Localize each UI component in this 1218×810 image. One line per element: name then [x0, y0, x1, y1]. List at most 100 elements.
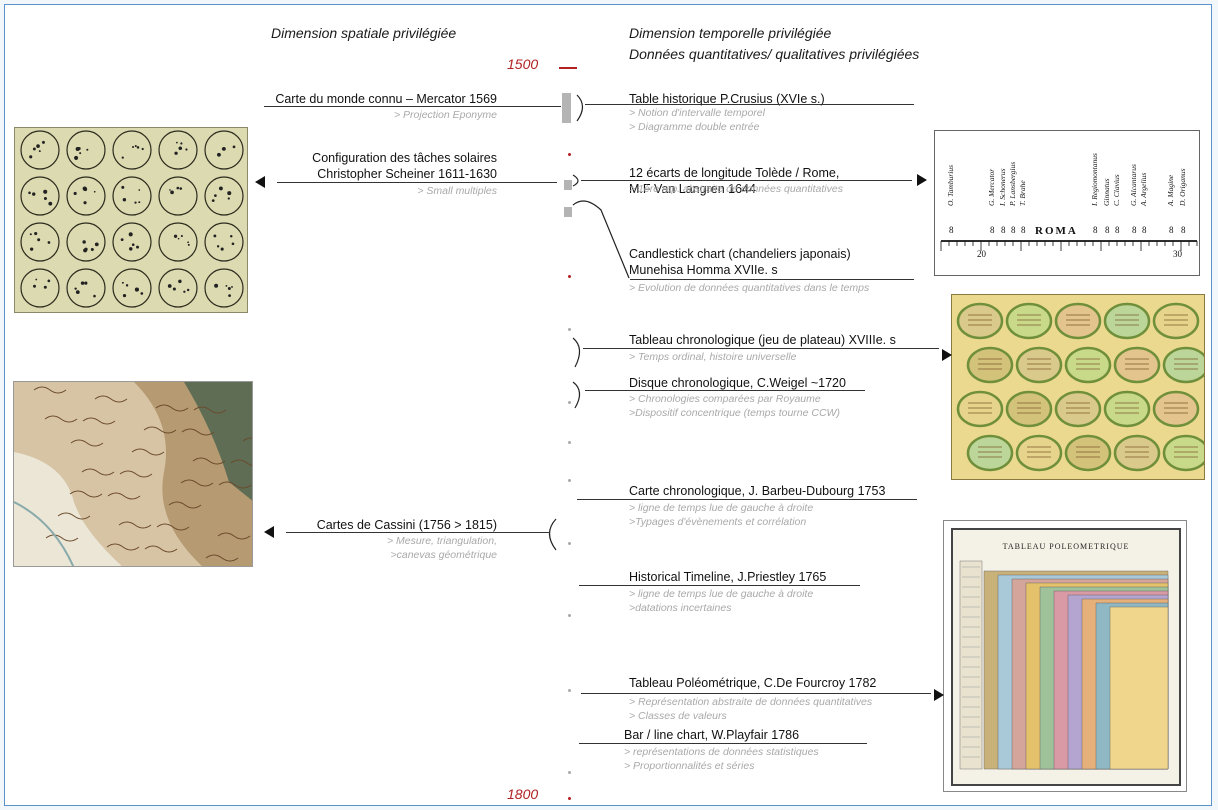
right-entry-title-line: M.F Van Langren 1644 — [629, 182, 756, 196]
sunspot — [94, 242, 99, 247]
langren-astronomer-label: D. Origanus — [1178, 168, 1187, 207]
right-entry-note-line: > Classes de valeurs — [629, 710, 727, 722]
sunspot — [43, 285, 47, 289]
sunspot — [86, 148, 89, 151]
sun-disk — [158, 222, 198, 262]
board-cartouche — [1152, 390, 1200, 428]
sunspot — [128, 232, 133, 237]
sunspot — [211, 199, 215, 203]
sunspot — [214, 283, 219, 288]
sunspot — [77, 147, 81, 151]
sunspot — [177, 237, 180, 240]
right-entry-notes: > Chronologies comparées par Royaume >Dis… — [629, 392, 840, 420]
left-entry-notes: > Mesure, triangulation,>canevas géométr… — [387, 534, 497, 562]
sunspot — [93, 294, 96, 298]
sunspot — [213, 234, 217, 238]
longitude-marker: 8 — [1001, 225, 1006, 235]
sunspot — [121, 281, 124, 284]
sun-disk — [20, 222, 60, 262]
sunspot — [220, 247, 224, 251]
sun-disk — [20, 130, 60, 170]
sunspot — [74, 155, 79, 160]
sunspot — [217, 152, 221, 157]
hachure — [82, 417, 116, 425]
right-entry-connector-line — [581, 180, 912, 181]
left-entry-title-line: Cartes de Cassini (1756 > 1815) — [316, 518, 497, 532]
right-entry-title: Table historique P.Crusius (XVIe s.) — [629, 91, 825, 107]
langren-astronomer-label: O. Tamburius — [946, 165, 955, 206]
left-entry-note-line: > Projection Eponyme — [393, 109, 497, 121]
sunspot — [125, 284, 129, 287]
sunspot — [227, 191, 232, 196]
hachure — [33, 386, 67, 394]
header-spatial: Dimension spatiale privilégiée — [271, 25, 457, 41]
right-entry-note-line: > 1ère rep. abstraite de données quantit… — [629, 183, 843, 195]
sunspot — [28, 191, 31, 195]
poleometric-table-image: TABLEAU POLEOMETRIQUE — [943, 520, 1187, 792]
sunspot — [231, 286, 233, 288]
board-cartouche — [966, 346, 1014, 384]
longitude-marker: 8 — [1021, 225, 1026, 235]
right-entry-title: Bar / line chart, W.Playfair 1786 — [624, 727, 799, 743]
hachure — [230, 459, 252, 467]
hachure — [57, 512, 91, 520]
sunspot — [186, 288, 190, 292]
board-cartouche — [1005, 302, 1053, 340]
right-entry-note-line: >Typages d'évènements et corrélation — [629, 516, 807, 528]
sunspot — [218, 186, 223, 191]
forest-area — [184, 382, 252, 501]
right-entry-note-line: > Chronologies comparées par Royaume — [629, 393, 821, 405]
arrow-left-cassini — [264, 526, 274, 538]
longitude-marker: 8 — [1142, 225, 1147, 235]
right-entry-connector-line — [581, 693, 931, 694]
sunspot — [33, 285, 35, 287]
right-entry-title: Candlestick chart (chandeliers japonais)… — [629, 246, 851, 278]
sun-disk — [66, 222, 106, 262]
hachure — [193, 406, 227, 414]
hachure — [168, 501, 202, 509]
right-entry-title-line: Historical Timeline, J.Priestley 1765 — [629, 570, 827, 584]
sunspot — [132, 145, 135, 148]
right-entry-connector-line — [585, 104, 914, 105]
sunspot — [35, 278, 38, 281]
board-cartouche — [1015, 434, 1063, 472]
hachure — [118, 521, 152, 529]
sunspot — [38, 150, 41, 153]
sunspot — [82, 240, 86, 244]
langren-roma-label: ROMA — [1035, 225, 1078, 237]
sunspot — [141, 147, 144, 151]
longitude-tick-label: 30 — [1173, 249, 1183, 259]
left-entry-connector-line — [277, 182, 557, 183]
sun-disk — [20, 176, 60, 216]
right-entry-note-line: > représentations de données statistique… — [624, 746, 819, 758]
hachure — [131, 448, 165, 456]
sunspot — [134, 145, 137, 148]
sunspot — [138, 189, 141, 191]
right-entry-connector-line — [630, 279, 914, 280]
sun-disk — [66, 268, 106, 308]
sunspot — [169, 189, 171, 191]
hachure — [106, 543, 140, 551]
sunspot — [122, 293, 127, 298]
right-entry-note-line: >Dispositif concentrique (temps tourne C… — [629, 407, 840, 419]
sunspot — [43, 189, 48, 194]
axis-dot — [568, 771, 571, 774]
sun-disk — [158, 130, 198, 170]
right-entry-note-line: > Diagramme double entrée — [629, 121, 760, 133]
sunspot — [225, 285, 228, 287]
right-entry-note-line: > Représentation abstraite de données qu… — [629, 696, 873, 708]
hachure — [155, 404, 189, 412]
left-entry-notes: > Projection Eponyme — [394, 108, 497, 122]
chronological-board-image — [951, 294, 1205, 480]
longitude-tick-label: 20 — [977, 249, 987, 259]
langren-astronomer-label: T. Brahe — [1018, 180, 1027, 206]
axis-period-block — [562, 93, 571, 123]
sunspot — [83, 248, 88, 253]
sunspot — [176, 186, 180, 190]
sun-disk — [204, 130, 244, 170]
axis-brackets — [548, 94, 630, 551]
hachure — [144, 545, 178, 553]
sun-disk — [66, 130, 106, 170]
sunspot — [48, 201, 53, 206]
